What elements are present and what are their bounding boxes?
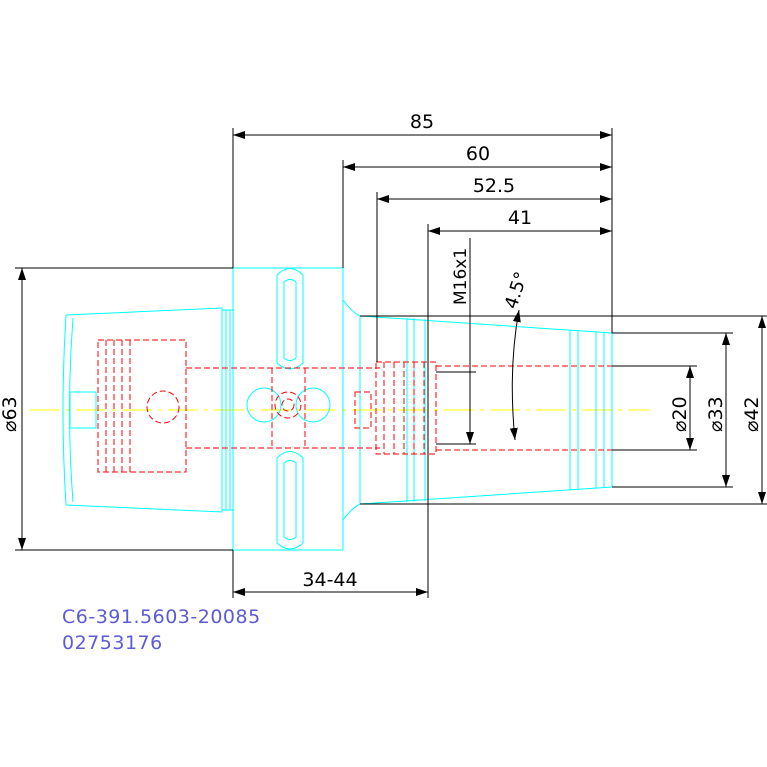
dimension-lines [15, 128, 767, 598]
dim-dia-20: ⌀20 [669, 396, 691, 432]
dim-52-5: 52.5 [473, 175, 515, 197]
dim-dia-63: ⌀63 [0, 396, 21, 432]
hidden-lines [97, 339, 612, 473]
dim-thread: M16x1 [451, 248, 471, 305]
tool-outline [62, 267, 613, 551]
part-code: C6-391.5603-20085 [62, 606, 261, 628]
dim-85: 85 [410, 111, 434, 133]
dim-dia-42: ⌀42 [741, 396, 763, 432]
dim-34-44: 34-44 [302, 569, 357, 591]
dim-41: 41 [508, 207, 532, 229]
dim-dia-33: ⌀33 [705, 396, 727, 432]
part-number: 02753176 [62, 632, 163, 654]
dim-angle: 4.5° [501, 269, 533, 311]
dim-60: 60 [466, 143, 490, 165]
